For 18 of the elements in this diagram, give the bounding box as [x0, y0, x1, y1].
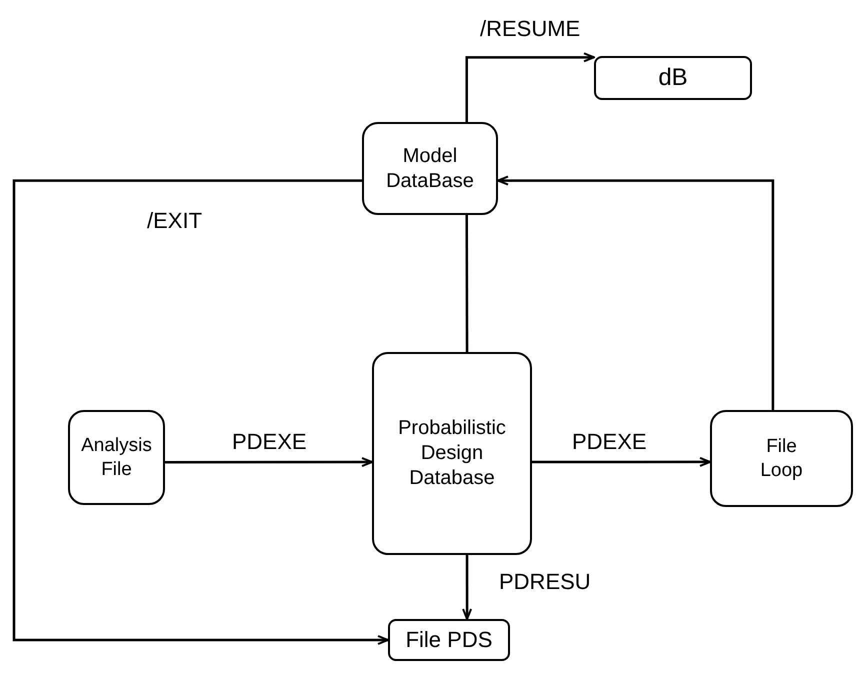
node-label: File PDS: [406, 626, 492, 654]
arrow: [465, 52, 595, 122]
node-label: Model DataBase: [385, 144, 475, 194]
process-box: [710, 410, 853, 507]
process-box: [68, 410, 165, 505]
node-label: dB: [658, 63, 688, 93]
arrow: [497, 176, 774, 410]
node-label: Analysis File: [80, 434, 153, 482]
arrow: [165, 457, 373, 468]
process-box: [372, 352, 532, 555]
process-box: [388, 619, 510, 661]
arrow: [532, 456, 711, 467]
process-box: [362, 122, 498, 215]
arrow: [462, 555, 472, 620]
arrow: [12, 179, 389, 645]
process-box: [594, 56, 752, 100]
node-label: File Loop: [759, 434, 804, 482]
node-label: Probabilistic Design Database: [397, 416, 507, 491]
